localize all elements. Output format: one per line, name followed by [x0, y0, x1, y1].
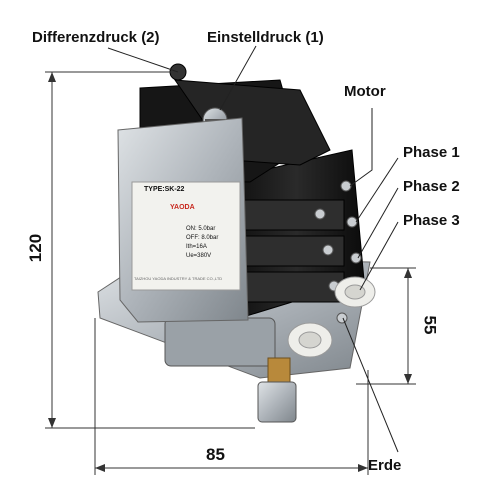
brass-fitting [267, 357, 291, 385]
cable-glands [287, 276, 376, 358]
label-erde: Erde [368, 457, 402, 474]
label-phase2: Phase 2 [403, 178, 460, 195]
label-differenzdruck: Differenzdruck (2) [32, 29, 160, 46]
label-phase3: Phase 3 [403, 212, 460, 229]
label-einstelldruck: Einstelldruck (1) [207, 29, 324, 46]
dimension-depth: 55 [420, 315, 440, 335]
plate-type: TYPE:SK-22 [144, 186, 185, 193]
earth-screw [336, 312, 348, 324]
terminal-screws [314, 180, 362, 292]
label-phase1: Phase 1 [403, 144, 460, 161]
plate-on: ON: 5.0bar [186, 226, 216, 232]
callout-lines [107, 45, 399, 453]
dimension-arrows [48, 72, 412, 472]
plate-current: Ith=16A [186, 244, 207, 250]
plate-brand: YAODA [170, 204, 195, 211]
plate-off: OFF: 8.0bar [186, 235, 219, 241]
plate-voltage: Ue=380V [186, 253, 212, 259]
label-plate-bg [131, 181, 241, 291]
label-motor: Motor [344, 83, 386, 100]
pressure-chamber [164, 317, 276, 367]
dimension-width: 85 [206, 445, 225, 464]
plate-maker: TAIZHOU YAODA INDUSTRY & TRADE CO.,LTD [134, 276, 223, 281]
hex-nut [257, 381, 297, 423]
dimension-lines [45, 71, 416, 475]
dimension-height: 120 [26, 233, 46, 263]
